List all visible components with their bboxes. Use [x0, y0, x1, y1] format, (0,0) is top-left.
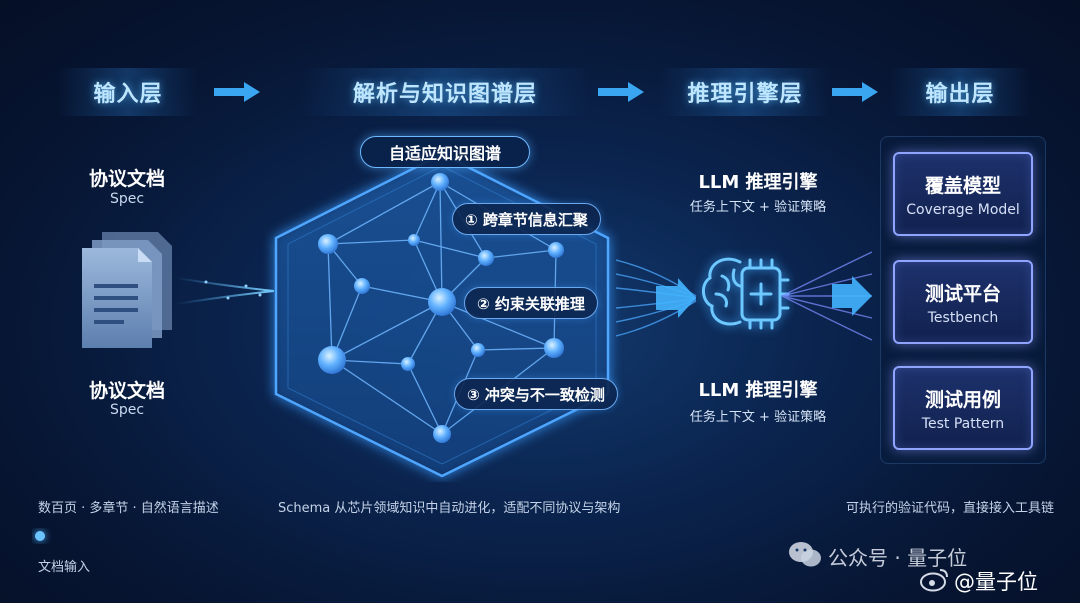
engine-title: LLM 推理引擎 [698, 172, 818, 193]
engine-title: LLM 推理引擎 [698, 380, 818, 401]
input-caption: 数百页 · 多章节 · 自然语言描述 [38, 501, 219, 516]
stage-output-title: 输出层 [890, 68, 1030, 116]
parse-caption: Schema 从芯片领域知识中自动进化，适配不同协议与架构 [278, 501, 621, 516]
graph-node [431, 173, 449, 191]
input-doc-subtitle: Spec [109, 402, 145, 418]
timeline-label: 文档输入 [38, 560, 91, 575]
output-card-testbench: 测试平台 Testbench [893, 260, 1033, 344]
stage-reason-title: 推理引擎层 [660, 68, 830, 116]
stage-parse-title: 解析与知识图谱层 [300, 68, 590, 116]
output-card-title: 覆盖模型 [924, 174, 1001, 197]
kg-step-pill: ① 跨章节信息汇聚 [452, 203, 601, 235]
kg-step-pill: ③ 冲突与不一致检测 [454, 378, 618, 410]
graph-node [401, 357, 415, 371]
graph-node [318, 346, 346, 374]
output-card-subtitle: Coverage Model [906, 201, 1020, 218]
output-card-subtitle: Testbench [927, 309, 999, 326]
graph-node [428, 288, 456, 316]
output-card-title: 测试平台 [924, 282, 1001, 305]
input-doc-subtitle: Spec [109, 191, 145, 207]
brain-chip-icon [702, 257, 790, 330]
flow-lines [782, 251, 873, 341]
engine-subtitle: 任务上下文 + 验证策略 [689, 200, 827, 215]
wechat-icon [789, 542, 821, 567]
wechat-watermark: 公众号 · 量子位 [828, 546, 968, 570]
kg-step-pill: ② 约束关联推理 [464, 287, 598, 319]
input-doc-title: 协议文档 [88, 380, 165, 402]
output-caption: 可执行的验证代码，直接接入工具链 [846, 501, 1055, 516]
graph-node [318, 234, 338, 254]
output-card-title: 测试用例 [924, 388, 1001, 411]
arrow-right-icon [598, 82, 644, 102]
output-card-test-pattern: 测试用例 Test Pattern [893, 366, 1033, 450]
graph-node [408, 234, 420, 246]
document-stack-icon [82, 232, 172, 348]
graph-node [544, 338, 564, 358]
input-doc-title: 协议文档 [88, 168, 165, 190]
graph-node [354, 278, 370, 294]
graph-node [548, 242, 564, 258]
graph-node [471, 343, 485, 357]
output-card-subtitle: Test Pattern [921, 415, 1005, 432]
timeline-bar [35, 531, 1044, 541]
weibo-watermark: @量子位 [954, 570, 1038, 594]
weibo-icon [920, 569, 948, 592]
output-card-coverage-model: 覆盖模型 Coverage Model [893, 152, 1033, 236]
arrow-right-icon [214, 82, 260, 102]
stage-input-title: 输入层 [58, 68, 198, 116]
flow-lines [616, 259, 697, 337]
graph-node [433, 425, 451, 443]
arrow-right-icon [832, 82, 878, 102]
knowledge-graph-badge: 自适应知识图谱 [360, 136, 530, 168]
engine-subtitle: 任务上下文 + 验证策略 [689, 410, 827, 425]
graph-node [478, 250, 494, 266]
particle-stream [176, 277, 275, 305]
